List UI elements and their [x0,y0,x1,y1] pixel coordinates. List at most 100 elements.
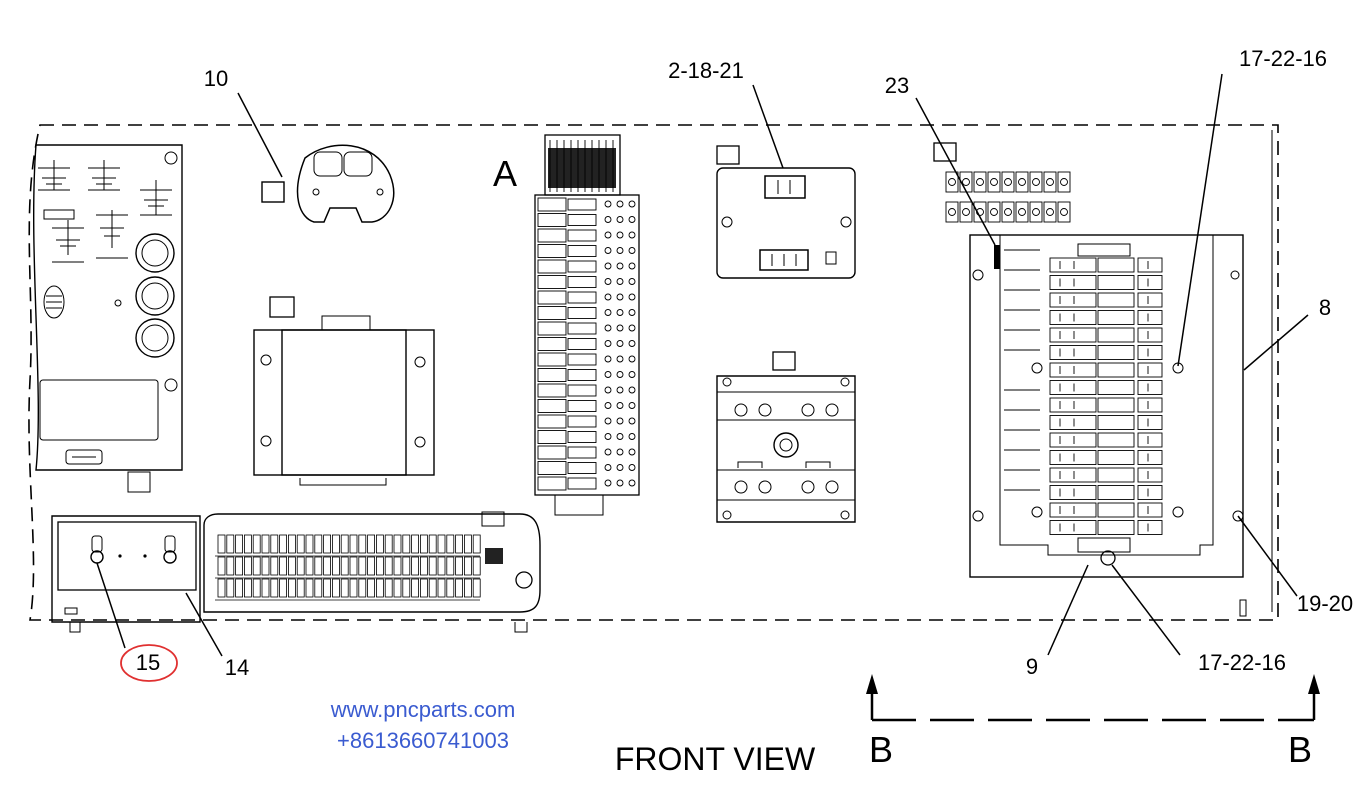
terminal-screw [628,247,636,254]
terminal-module [1029,171,1043,193]
terminal-module [1137,432,1163,448]
callout-17-22-16-top: 17-22-16 [1239,46,1327,71]
switch-plate [51,515,201,633]
terminal-module [567,462,597,474]
panel-outline [28,124,1279,621]
terminal-module [1097,257,1135,273]
terminal-screw [604,324,612,332]
terminal-screw [604,293,612,301]
terminal-screw [604,262,612,270]
terminal-module [1049,275,1097,290]
terminal-module [472,534,481,554]
terminal-module [1137,485,1163,500]
terminal-module [375,534,384,554]
terminal-module [305,578,314,598]
mounting-plate [969,234,1247,617]
terminal-screw [604,231,612,239]
terminal-module [419,578,428,598]
terminal-module [1137,415,1163,430]
terminal-module [472,556,481,576]
terminal-module [393,578,402,598]
terminal-module [537,259,567,274]
terminal-module [567,307,597,319]
terminal-screw [628,355,636,363]
terminal-screw [604,278,612,285]
terminal-module [287,578,296,598]
terminal-module [235,534,244,554]
terminal-module [1015,201,1029,223]
terminal-module [305,556,314,576]
terminal-module [1137,327,1163,343]
terminal-module [567,229,597,242]
terminal-module [287,556,296,576]
terminal-screw [604,340,612,347]
terminal-module [567,291,597,304]
terminal-screw [1018,178,1026,186]
terminal-module [1137,467,1163,483]
terminal-module [217,556,226,576]
terminal-screw [1060,208,1068,216]
terminal-module [1097,450,1135,465]
terminal-screw [628,464,636,471]
terminal-screw [628,309,636,316]
terminal-screw [604,247,612,254]
terminal-screw [1032,178,1040,186]
terminal-screw [628,231,636,239]
terminal-module [567,322,597,335]
terminal-module [287,534,296,554]
terminal-module [428,534,437,554]
terminal-module [243,534,252,554]
view-title: FRONT VIEW [615,741,816,777]
terminal-module [1097,432,1135,448]
terminal-module [537,430,567,444]
terminal-module [1097,327,1135,343]
terminal-module [1049,520,1097,535]
terminal-module [945,171,959,193]
terminal-module [567,353,597,366]
terminal-module [261,578,270,598]
terminal-module [217,534,226,554]
terminal-module [358,534,367,554]
terminal-screw [616,417,624,425]
terminal-module [1097,345,1135,360]
terminal-screw [616,433,624,440]
terminal-module [1029,201,1043,223]
terminal-screw [616,309,624,316]
terminal-module [537,290,567,305]
terminal-module [1097,485,1135,500]
terminal-module [537,414,567,429]
terminal-module [252,578,261,598]
terminal-module [323,578,332,598]
terminal-screw [616,262,624,270]
terminal-module [323,534,332,554]
terminal-screw [604,448,612,456]
terminal-screw [616,340,624,347]
terminal-screw [948,208,956,216]
terminal-module [340,534,349,554]
terminal-module [419,556,428,576]
terminal-module [1049,397,1097,413]
highlight-circle [120,644,178,682]
terminal-module [1137,257,1163,273]
terminal-module [252,556,261,576]
component-10 [261,144,395,223]
callout-2-18-21: 2-18-21 [668,58,744,83]
terminal-module [959,201,973,223]
terminal-module [1057,171,1071,193]
terminal-module [437,578,446,598]
terminal-module [437,556,446,576]
terminal-screw [604,371,612,378]
terminal-module [537,337,567,351]
terminal-module [987,201,1001,223]
terminal-screw [1060,178,1068,186]
terminal-module [314,578,323,598]
terminal-module [375,578,384,598]
terminal-module [367,534,376,554]
terminal-screw [628,371,636,378]
terminal-module [567,369,597,381]
terminal-module [252,534,261,554]
terminal-module [1097,502,1135,518]
terminal-module [402,556,411,576]
terminal-module [1097,275,1135,290]
terminal-module [1137,380,1163,395]
